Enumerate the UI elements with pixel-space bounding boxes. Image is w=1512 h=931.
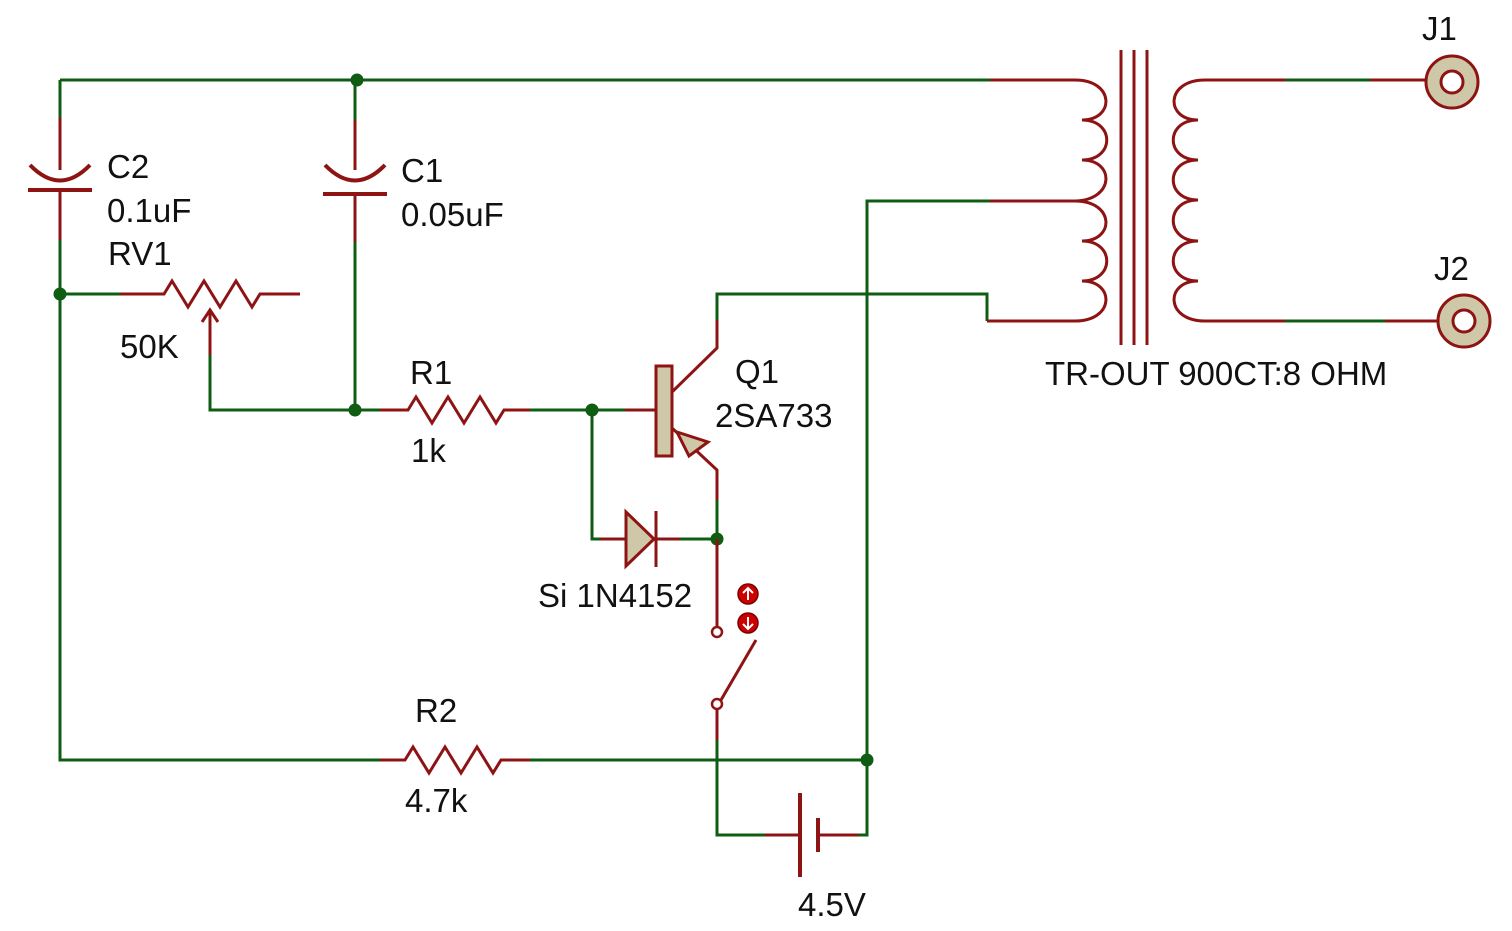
jack-j2 [1385, 293, 1492, 349]
r2-value-label: 4.7k [405, 782, 468, 819]
resistor-r2 [380, 744, 530, 776]
resistor-r1 [380, 394, 530, 426]
transformer [987, 50, 1285, 345]
junction-dot [860, 753, 874, 767]
wire-left-rail [58, 240, 380, 762]
r1-ref-label: R1 [410, 354, 452, 391]
junction-dot [585, 403, 599, 417]
switch-toggle-down-marker[interactable] [737, 612, 759, 634]
transistor-q1 [625, 320, 719, 500]
c1-ref-label: C1 [401, 152, 443, 189]
rv1-value-label: 50K [120, 328, 179, 365]
diode-value-label: Si 1N4152 [538, 577, 692, 614]
diode-d1 [600, 508, 680, 570]
r2-ref-label: R2 [415, 692, 457, 729]
wires [58, 78, 1385, 837]
battery-value-label: 4.5V [798, 886, 866, 923]
junctions [53, 73, 874, 767]
capacitor-c2 [28, 118, 92, 240]
c2-value-label: 0.1uF [107, 192, 191, 229]
j1-ref-label: J1 [1422, 10, 1457, 47]
rv1-ref-label: RV1 [108, 235, 172, 272]
wire-battery-right [858, 760, 869, 837]
wire-wiper-r1 [208, 355, 380, 412]
c2-ref-label: C2 [107, 148, 149, 185]
q1-value-label: 2SA733 [715, 397, 832, 434]
junction-dot [53, 287, 67, 301]
r1-value-label: 1k [411, 432, 446, 469]
q1-ref-label: Q1 [735, 353, 779, 390]
capacitor-c1 [323, 120, 387, 242]
switch [710, 539, 759, 740]
c1-value-label: 0.05uF [401, 196, 504, 233]
switch-toggle-up-marker[interactable] [737, 583, 759, 605]
j2-ref-label: J2 [1434, 250, 1469, 287]
wire-center-tap [865, 199, 990, 760]
wire-battery-left [715, 740, 765, 837]
wire-diode-anode [590, 410, 600, 541]
jack-j1 [1370, 54, 1480, 110]
junction-dot [348, 403, 362, 417]
transformer-value-label: TR-OUT 900CT:8 OHM [1045, 355, 1387, 392]
wire-collector [715, 292, 989, 321]
battery [765, 793, 858, 877]
junction-dot [350, 73, 364, 87]
potentiometer-rv1 [120, 278, 300, 355]
